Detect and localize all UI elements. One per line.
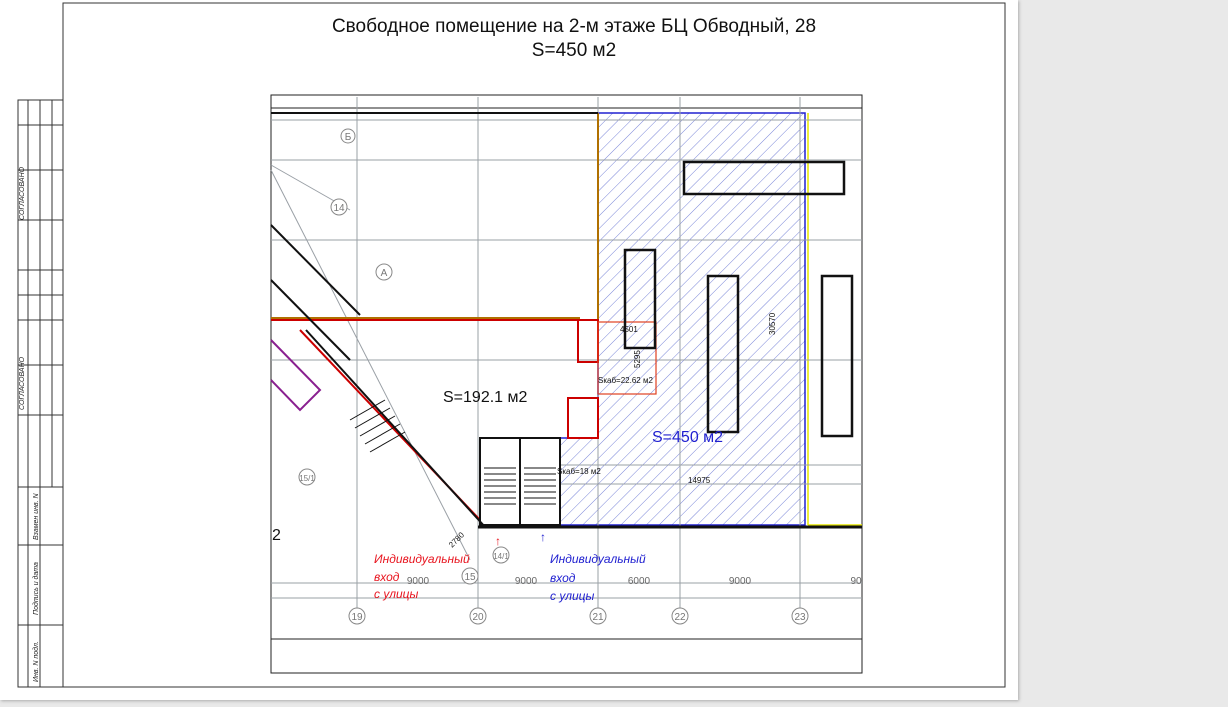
document-title: Свободное помещение на 2-м этаже БЦ Обво… [331, 16, 817, 37]
stamp-agreed-2: СОГЛАСОВАНО [19, 356, 26, 410]
stairs [349, 399, 556, 505]
area-right-label: S=450 м2 [652, 429, 723, 446]
stamp-signature-date: Подпись и дата [32, 562, 40, 615]
plan-line: S=192.1 м2 S=450 м2 Sкаб=22.62 м2 Sкаб=1… [272, 312, 777, 603]
plan-line [671, 607, 689, 625]
plan-line [364, 423, 401, 445]
document-area-title: S=450 м2 [531, 40, 617, 61]
plan-line [706, 274, 740, 434]
axis-22: 22 [674, 612, 686, 623]
plan-label: вход [374, 570, 400, 584]
axis-15: 15 [464, 572, 476, 583]
plan-line [589, 607, 607, 625]
plan-line [270, 224, 361, 316]
axis-23: 23 [794, 612, 806, 623]
plan-line: 9000 9000 6000 9000 90 [407, 576, 862, 587]
cabinet-2-label: Sкаб=18 м2 [557, 467, 601, 476]
plan-line [567, 397, 599, 439]
span-20-21: 9000 [515, 576, 538, 587]
axis-b: Б [345, 132, 352, 143]
plan-label: вход [550, 571, 576, 585]
area-left-label: S=192.1 м2 [443, 389, 528, 406]
plan-line [340, 128, 356, 144]
plan-line: 19 20 21 22 23 Б А 14 15/1 15 14/1 [299, 132, 806, 623]
plan-label: с улицы [374, 587, 419, 601]
entrance-blue: Индивидуальный вход с улицы [550, 552, 646, 603]
plan-label: Индивидуальный [550, 552, 646, 566]
arrow-up-red-icon: ↑ [495, 534, 501, 548]
span-22-23: 9000 [729, 576, 752, 587]
arrow-up-blue-icon: ↑ [540, 530, 546, 544]
axis-a: А [381, 268, 388, 279]
axis-20: 20 [472, 612, 484, 623]
plan-line [623, 248, 657, 350]
plan-line [492, 546, 510, 564]
plan-line [682, 160, 846, 196]
plan-line [354, 407, 391, 429]
plan-line [359, 415, 396, 437]
sheet-mark: 2 [272, 527, 281, 544]
dim-4501: 4501 [620, 325, 638, 334]
plan-line [597, 321, 657, 395]
span-23-next: 90 [850, 576, 862, 587]
span-21-22: 6000 [628, 576, 651, 587]
axis-bubbles [298, 128, 809, 625]
plan-line [375, 263, 393, 281]
entrance-red: Индивидуальный вход с улицы [374, 552, 470, 601]
plan-line [270, 169, 471, 561]
span-19-20: 9000 [407, 576, 430, 587]
axis-14-1: 14/1 [493, 552, 509, 561]
grid-lines [270, 97, 862, 610]
plan-label: с улицы [550, 589, 595, 603]
plan-line: СОГЛАСОВАНО СОГЛАСОВАНО Взамен инв. N По… [19, 166, 40, 682]
plan-line [330, 198, 348, 216]
stamp-agreed-1: СОГЛАСОВАНО [19, 166, 26, 220]
dim-30570: 30570 [768, 312, 777, 335]
axis-21: 21 [592, 612, 604, 623]
axis-14: 14 [333, 203, 345, 214]
walls [270, 112, 862, 529]
plan-line [349, 399, 386, 421]
stamp-replace-inv: Взамен инв. N [33, 492, 40, 540]
plan-line [820, 274, 854, 438]
plan-line [270, 339, 322, 412]
stamp-inv-original: Инв. N подл. [32, 641, 40, 682]
cabinet-1-label: Sкаб=22.62 м2 [598, 376, 653, 385]
axis-15-1: 15/1 [299, 474, 315, 483]
plan-line [791, 607, 809, 625]
plan-line [469, 607, 487, 625]
plan-label: Индивидуальный [374, 552, 470, 566]
plan-line [305, 329, 487, 529]
dim-5295: 5295 [633, 350, 642, 368]
axis-19: 19 [351, 612, 363, 623]
plan-line [369, 431, 406, 453]
dim-14975: 14975 [688, 476, 711, 485]
plan-line [270, 279, 351, 361]
plan-line [298, 468, 316, 486]
plan-line [348, 607, 366, 625]
plan-line [461, 567, 479, 585]
side-stamp [17, 99, 64, 688]
